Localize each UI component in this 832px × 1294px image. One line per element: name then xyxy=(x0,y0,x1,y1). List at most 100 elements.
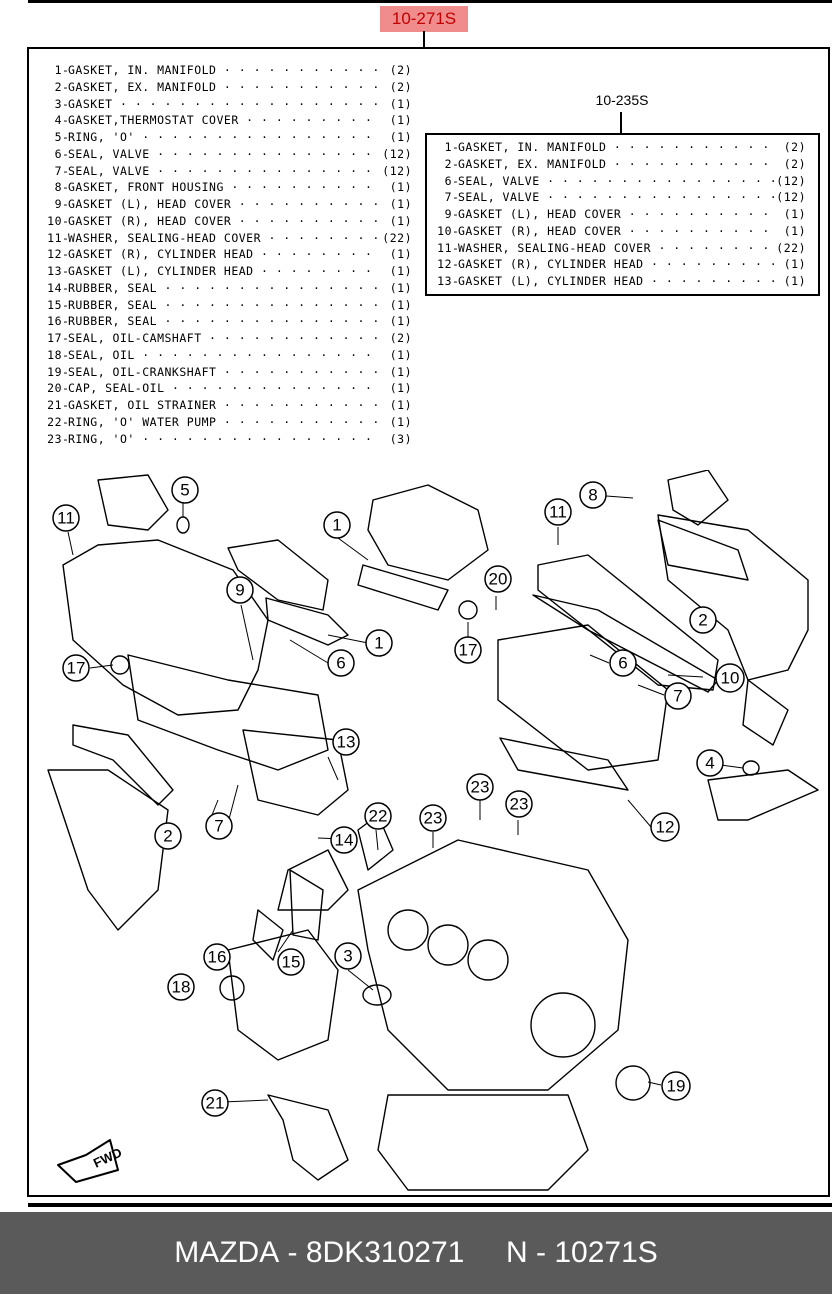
item-qty: (1) xyxy=(389,398,412,412)
head-cover-left xyxy=(62,539,269,716)
item-qty: (1) xyxy=(389,213,412,228)
item-qty: (1) xyxy=(389,414,412,429)
callout-17-left: 17 xyxy=(62,654,90,682)
cylinder-head-left xyxy=(127,654,329,771)
item-number: 12 xyxy=(47,247,62,262)
item-name: GASKET (L), CYLINDER HEAD xyxy=(68,263,382,280)
item-name: RING, 'O' xyxy=(68,129,382,146)
list-item: 1-GASKET, IN. MANIFOLD(2) xyxy=(430,139,806,156)
item-number: 13 xyxy=(47,264,62,278)
fwd-arrow xyxy=(57,1139,119,1183)
exhaust-manifold-right xyxy=(657,514,809,681)
intake-gasket-left xyxy=(265,597,349,646)
item-qty: (2) xyxy=(389,63,412,77)
cylinder-bore-1 xyxy=(387,909,429,951)
item-number: 7 xyxy=(54,163,62,178)
item-name: GASKET (L), CYLINDER HEAD xyxy=(458,273,776,290)
item-qty: (1) xyxy=(783,223,806,238)
list-item: 6-SEAL, VALVE(12) xyxy=(430,173,806,190)
exhaust-gasket-left xyxy=(72,724,174,806)
item-qty: (12) xyxy=(776,173,806,188)
item-name: WASHER, SEALING-HEAD COVER xyxy=(458,240,776,257)
item-name: WASHER, SEALING-HEAD COVER xyxy=(68,230,382,247)
list-item: 21-GASKET, OIL STRAINER(1) xyxy=(40,397,412,414)
svg-text:23: 23 xyxy=(471,778,490,797)
item-qty: (2) xyxy=(783,156,806,171)
svg-text:5: 5 xyxy=(180,481,189,500)
item-name: RUBBER, SEAL xyxy=(68,280,382,297)
item-name: GASKET (R), HEAD COVER xyxy=(458,223,776,240)
list-item: 10-GASKET (R), HEAD COVER(1) xyxy=(430,223,806,240)
cylinder-head-right xyxy=(497,624,669,771)
callout-1-top: 1 xyxy=(323,511,351,539)
svg-text:17: 17 xyxy=(67,659,86,678)
list-item: 23-RING, 'O'(3) xyxy=(40,431,412,448)
item-qty: (1) xyxy=(783,257,806,272)
svg-text:23: 23 xyxy=(424,809,443,828)
bottom-rule xyxy=(28,1203,832,1207)
item-name: CAP, SEAL-OIL xyxy=(68,380,382,397)
item-qty: (1) xyxy=(389,197,412,211)
list-item: 20-CAP, SEAL-OIL(1) xyxy=(40,380,412,397)
exhaust-bracket xyxy=(742,679,789,746)
item-number: 14 xyxy=(47,280,62,295)
item-number: 19 xyxy=(47,364,62,379)
callout-7-right: 7 xyxy=(664,682,692,710)
callout-17-right: 17 xyxy=(454,636,482,664)
callout-21: 21 xyxy=(201,1089,229,1117)
svg-text:8: 8 xyxy=(588,486,597,505)
list-item: 1-GASKET, IN. MANIFOLD(2) xyxy=(40,62,412,79)
item-number: 15 xyxy=(47,297,62,312)
item-name: SEAL, VALVE xyxy=(68,146,382,163)
upper-intake xyxy=(367,484,489,581)
list-item: 13-GASKET (L), CYLINDER HEAD(1) xyxy=(40,263,412,280)
item-number: 22 xyxy=(47,414,62,429)
footer-part-number: 8DK310271 xyxy=(305,1236,465,1269)
item-qty: (1) xyxy=(389,96,412,111)
item-name: RING, 'O' xyxy=(68,431,382,448)
item-name: RUBBER, SEAL xyxy=(68,297,382,314)
callout-18: 18 xyxy=(167,973,195,1001)
callout-11-left: 11 xyxy=(52,504,80,532)
o-ring-5 xyxy=(176,516,190,534)
exhaust-manifold-left xyxy=(47,769,169,931)
item-number: 11 xyxy=(47,230,62,245)
list-item: 12-GASKET (R), CYLINDER HEAD(1) xyxy=(40,246,412,263)
item-qty: (1) xyxy=(783,207,806,221)
head-cover-right xyxy=(537,554,719,691)
item-name: RING, 'O' WATER PUMP xyxy=(68,414,382,431)
callout-19: 19 xyxy=(661,1071,691,1101)
svg-text:16: 16 xyxy=(208,948,227,967)
svg-text:22: 22 xyxy=(369,807,388,826)
item-name: GASKET, OIL STRAINER xyxy=(68,397,382,414)
item-name: GASKET, FRONT HOUSING xyxy=(68,179,382,196)
head-cover-gasket-right xyxy=(532,594,719,693)
footer-brand: MAZDA xyxy=(174,1236,280,1269)
thermostat-gasket xyxy=(742,760,760,776)
item-qty: (12) xyxy=(776,190,806,205)
item-name: RUBBER, SEAL xyxy=(68,313,382,330)
item-number: 5 xyxy=(54,130,62,144)
water-pump xyxy=(277,849,349,911)
list-item: 14-RUBBER, SEAL(1) xyxy=(40,280,412,297)
list-item: 16-RUBBER, SEAL(1) xyxy=(40,313,412,330)
item-number: 11 xyxy=(437,240,452,255)
callout-2-right: 2 xyxy=(689,606,717,634)
item-number: 16 xyxy=(47,314,62,329)
footer-bar: MAZDA - 8DK310271 N - 10271S xyxy=(0,1212,832,1294)
item-qty: (22) xyxy=(776,240,806,255)
item-qty: (22) xyxy=(382,230,412,245)
intake-gasket-center xyxy=(357,564,449,611)
callout-1-mid: 1 xyxy=(365,629,393,657)
svg-text:7: 7 xyxy=(673,687,682,706)
sub-kit-box xyxy=(425,133,820,296)
list-item: 10-GASKET (R), HEAD COVER(1) xyxy=(40,213,412,230)
oil-pan xyxy=(377,1094,589,1191)
item-number: 4 xyxy=(54,113,62,128)
item-number: 21 xyxy=(47,398,62,412)
list-item: 2-GASKET, EX. MANIFOLD(2) xyxy=(430,156,806,173)
callout-23-c: 23 xyxy=(505,790,533,818)
list-item: 15-RUBBER, SEAL(1) xyxy=(40,297,412,314)
item-number: 13 xyxy=(437,274,452,288)
item-name: GASKET xyxy=(68,96,382,113)
